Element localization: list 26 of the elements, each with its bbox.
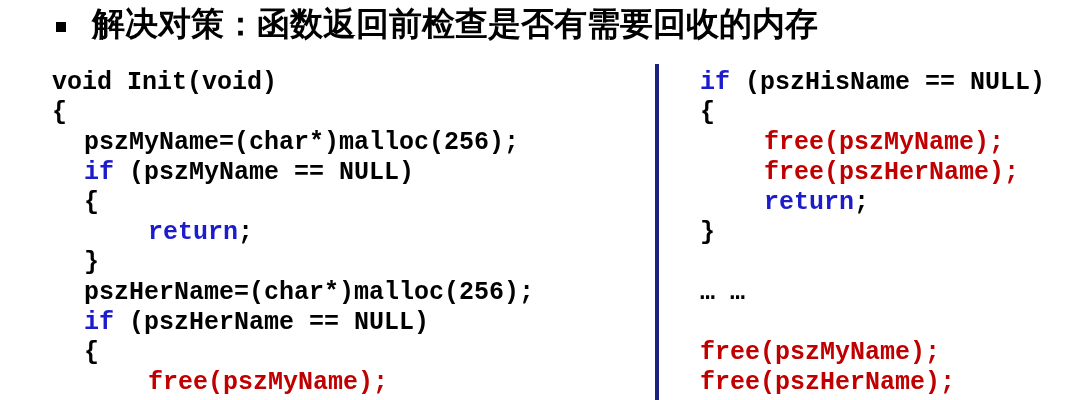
code-call: free(pszMyName); [700, 338, 941, 367]
code-text: void Init(void) [52, 68, 278, 97]
code-text: ; [238, 218, 254, 247]
code-text: (pszHisName == NULL) [745, 68, 1046, 97]
code-text: } [700, 218, 715, 247]
code-text: … … [700, 278, 745, 307]
code-text: (pszHerName == NULL) [129, 308, 430, 337]
code-text: (pszMyName == NULL) [129, 158, 415, 187]
code-text: ; [854, 188, 870, 217]
code-call: free(pszHerName); [700, 368, 956, 397]
code-text: } [84, 248, 99, 277]
code-text: pszMyName=(char*)malloc(256); [84, 128, 520, 157]
code-text: { [84, 338, 99, 367]
code-text: pszHerName=(char*)malloc(256); [84, 278, 535, 307]
code-keyword: if [84, 308, 114, 337]
code-text: { [700, 98, 715, 127]
slide-title: 解决对策：函数返回前检查是否有需要回收的内存 [92, 3, 818, 45]
code-text: { [84, 188, 99, 217]
code-keyword: if [700, 68, 730, 97]
code-call: free(pszHerName); [764, 158, 1020, 187]
code-keyword: return [148, 218, 238, 247]
code-text: { [52, 98, 67, 127]
code-keyword: if [84, 158, 114, 187]
code-call: free(pszMyName); [148, 368, 389, 397]
code-call: free(pszMyName); [764, 128, 1005, 157]
code-keyword: return [764, 188, 854, 217]
